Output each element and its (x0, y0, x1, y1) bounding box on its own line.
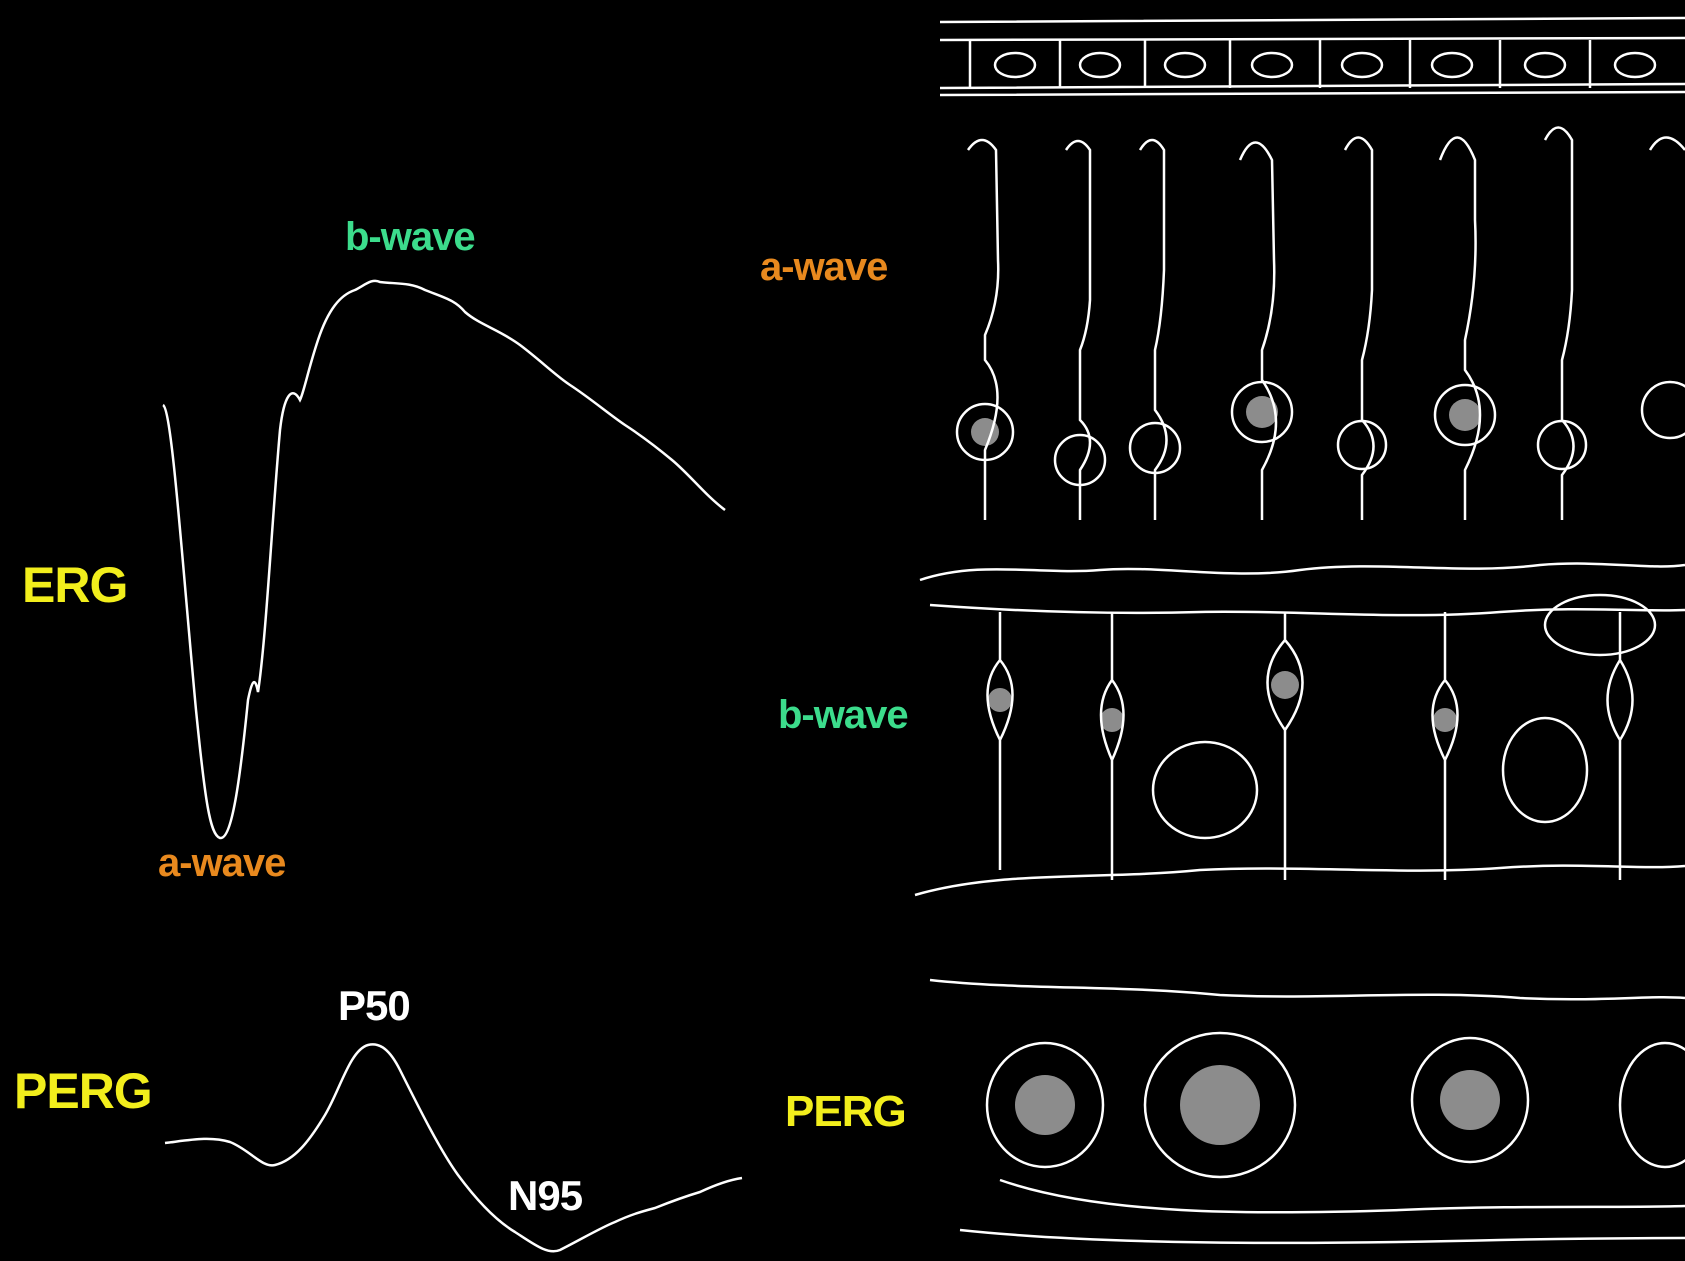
retina-perg-label: PERG (785, 1087, 906, 1137)
nerve-fiber-layer (960, 1180, 1685, 1243)
inner-plexiform-layer (915, 866, 1685, 1000)
ganglion-cells (987, 1033, 1685, 1177)
epithelial-cells (970, 40, 1655, 88)
bipolar-cells (988, 595, 1656, 880)
nuclei-stipple (971, 396, 1500, 1145)
pigment-epithelium (940, 18, 1685, 95)
retina-b-wave-label: b-wave (778, 693, 908, 738)
retina-a-wave-label: a-wave (760, 245, 887, 290)
photoreceptor-cells (957, 128, 1685, 521)
outer-plexiform-layer (920, 564, 1685, 616)
